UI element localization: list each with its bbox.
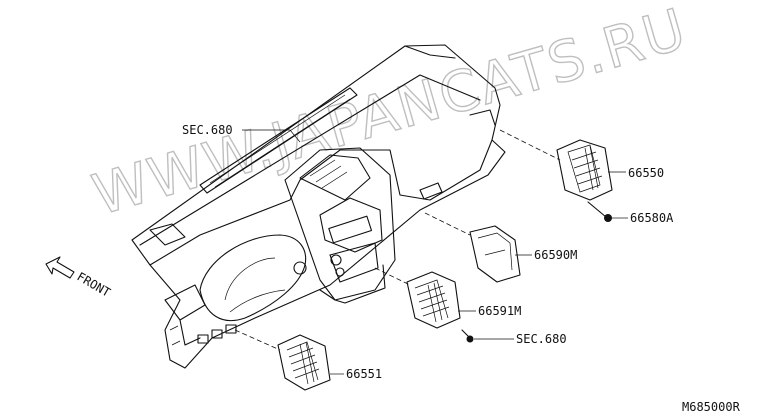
front-label: FRONT	[75, 269, 113, 299]
part-labels: SEC.680 66550 66580A 66590M 66591M SEC.6…	[182, 123, 741, 414]
label-sec680-top: SEC.680	[182, 123, 233, 137]
leader-lines	[234, 129, 561, 351]
screw-66580a	[587, 201, 612, 222]
front-arrow-icon	[45, 256, 75, 279]
instrument-panel	[131, 44, 506, 369]
vent-66550	[556, 139, 613, 201]
label-66550: 66550	[628, 166, 664, 180]
label-66591m: 66591M	[478, 304, 521, 318]
callout-lines	[242, 129, 628, 375]
label-66590m: 66590M	[534, 248, 577, 262]
vent-66590m	[469, 225, 521, 283]
label-sec680-bottom: SEC.680	[516, 332, 567, 346]
label-66580a: 66580A	[630, 211, 674, 225]
vent-66551	[277, 334, 331, 391]
screw-sec680-bottom	[461, 329, 474, 343]
drawing-code: M685000R	[682, 400, 741, 414]
label-66551: 66551	[346, 367, 382, 381]
vent-66591m	[406, 271, 461, 329]
front-indicator: FRONT	[45, 256, 113, 300]
